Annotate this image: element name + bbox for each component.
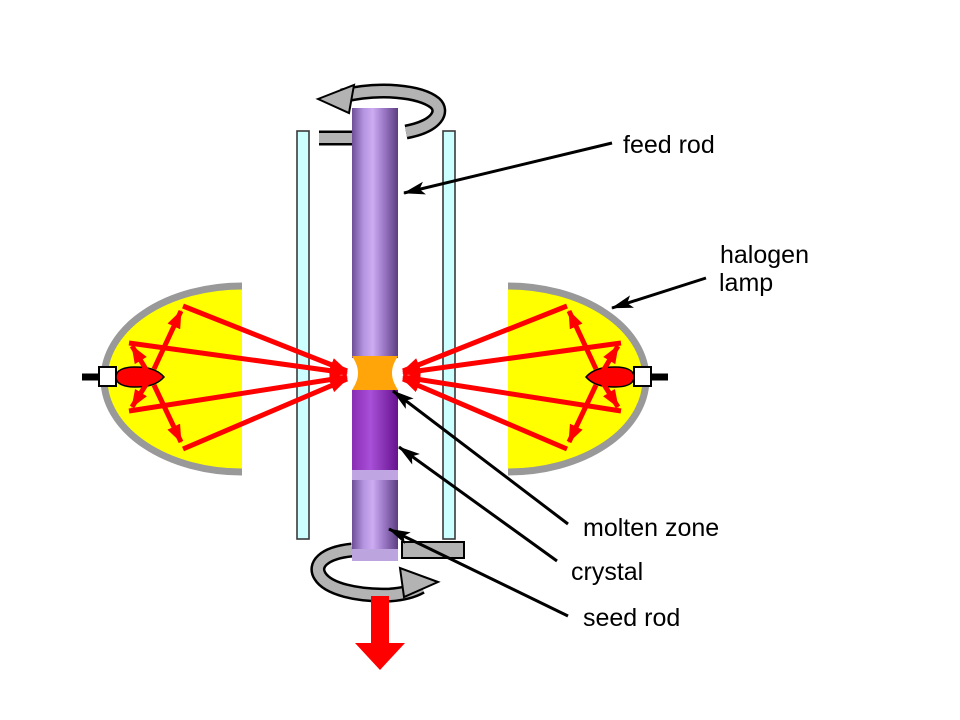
lamp-bulb-right bbox=[585, 366, 635, 388]
mirror-left bbox=[104, 286, 242, 472]
seed-rod-end-cap bbox=[352, 549, 398, 561]
lamp-socket-left bbox=[98, 366, 117, 387]
light-ray bbox=[566, 309, 599, 371]
quartz-tube-left bbox=[296, 130, 310, 540]
light-ray bbox=[182, 303, 348, 374]
light-ray bbox=[402, 303, 568, 374]
label-lamp: lamp bbox=[719, 269, 773, 297]
light-ray bbox=[600, 381, 621, 409]
light-ray bbox=[402, 340, 622, 378]
label-halogen: halogen bbox=[720, 241, 809, 269]
rotation-arrow-top bbox=[319, 83, 447, 146]
light-ray bbox=[402, 372, 622, 414]
light-ray bbox=[151, 309, 184, 371]
mirror-right bbox=[508, 286, 646, 472]
crystal-section bbox=[352, 390, 398, 470]
rotation-arrowhead-bottom bbox=[398, 566, 441, 599]
pull-down-arrow bbox=[355, 596, 405, 670]
label-crystal: crystal bbox=[571, 558, 643, 586]
leader-arrow-seed-rod bbox=[388, 527, 569, 618]
rod-assembly bbox=[352, 108, 398, 561]
leader-arrow-molten-zone bbox=[392, 389, 569, 526]
lamp-socket-right bbox=[633, 366, 652, 387]
light-ray bbox=[182, 376, 348, 452]
light-ray bbox=[566, 383, 599, 444]
light-rays bbox=[128, 303, 622, 452]
light-ray bbox=[600, 344, 621, 373]
light-ray bbox=[402, 376, 568, 452]
label-seed-rod: seed rod bbox=[583, 604, 680, 632]
leader-arrow-feed-rod bbox=[403, 141, 613, 195]
labels: feed rod halogen lamp molten zone crysta… bbox=[571, 131, 809, 632]
molten-zone bbox=[352, 356, 398, 390]
leader-arrow-halogen-lamp bbox=[611, 276, 707, 310]
lamp-bulb-left bbox=[115, 366, 165, 388]
label-molten-zone: molten zone bbox=[583, 514, 719, 542]
halogen-lamp-right bbox=[507, 282, 668, 476]
light-ray bbox=[128, 340, 348, 378]
light-ray bbox=[128, 372, 348, 414]
label-leaders bbox=[388, 141, 707, 618]
rotation-arrowhead-top bbox=[315, 83, 356, 115]
light-ray bbox=[129, 381, 150, 409]
rotation-ribbon-arc-fill bbox=[340, 86, 444, 137]
halogen-lamp-left bbox=[82, 282, 243, 476]
quartz-tube-right bbox=[442, 130, 456, 540]
label-feed-rod: feed rod bbox=[623, 131, 715, 159]
seed-rod bbox=[352, 480, 398, 561]
light-ray bbox=[151, 383, 184, 444]
feed-rod bbox=[352, 108, 398, 358]
light-ray bbox=[129, 344, 150, 373]
leader-arrow-crystal bbox=[398, 445, 558, 563]
growth-interface bbox=[352, 470, 398, 480]
